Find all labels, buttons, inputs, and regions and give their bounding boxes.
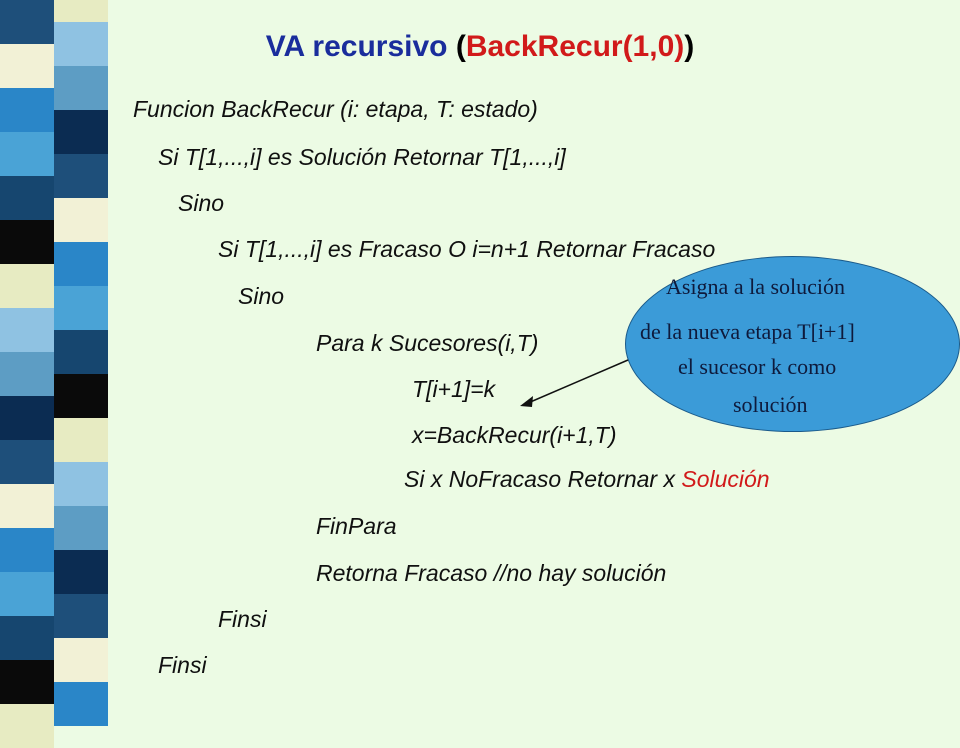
- callout-line-3: el sucesor k como: [678, 354, 837, 379]
- stripe-square: [0, 220, 54, 264]
- stripe-square: [54, 22, 108, 66]
- stripe-square: [54, 682, 108, 726]
- stripe-square: [0, 352, 54, 396]
- code-line-9-text: Si x NoFracaso Retornar x: [404, 466, 682, 492]
- code-line-4: Si T[1,...,i] es Fracaso O i=n+1 Retorna…: [218, 236, 716, 262]
- stripe-square: [0, 0, 54, 44]
- title-paren-close: ): [684, 30, 695, 63]
- stripe-square: [0, 44, 54, 88]
- stripe-square: [0, 484, 54, 528]
- stripe-square: [54, 418, 108, 462]
- title-text: VA recursivo: [265, 30, 456, 63]
- stripe-square: [0, 308, 54, 352]
- stripe-square: [54, 242, 108, 286]
- code-line-3: Sino: [178, 190, 225, 216]
- code-line-8: x=BackRecur(i+1,T): [412, 422, 617, 448]
- stripe-square: [54, 462, 108, 506]
- stripe-square: [0, 528, 54, 572]
- stripe-square: [0, 176, 54, 220]
- stripe-square: [0, 616, 54, 660]
- callout-ellipse: Asigna a la solución de la nueva etapa T…: [625, 256, 960, 432]
- stripe-square: [54, 330, 108, 374]
- callout-line-2: de la nueva etapa T[i+1]: [640, 319, 855, 344]
- stripe-square: [0, 132, 54, 176]
- stripe-square: [54, 110, 108, 154]
- decorative-stripe: [0, 0, 108, 748]
- code-line-13: Finsi: [158, 652, 207, 678]
- code-line-7: T[i+1]=k: [412, 376, 496, 402]
- code-line-2: Si T[1,...,i] es Solución Retornar T[1,.…: [158, 144, 566, 170]
- callout-line-1: Asigna a la solución: [666, 274, 846, 299]
- stripe-square: [0, 660, 54, 704]
- stripe-square: [54, 638, 108, 682]
- stripe-square: [54, 286, 108, 330]
- stripe-square: [54, 506, 108, 550]
- code-line-5: Sino: [238, 283, 285, 309]
- code-line-6: Para k Sucesores(i,T): [316, 330, 539, 356]
- stripe-square: [54, 594, 108, 638]
- stripe-square: [0, 88, 54, 132]
- title-call: BackRecur(1,0): [465, 30, 685, 63]
- stripe-square: [0, 396, 54, 440]
- stripe-square: [54, 154, 108, 198]
- stripe-square: [54, 374, 108, 418]
- stripe-square: [0, 264, 54, 308]
- callout-line-4: solución: [733, 392, 808, 417]
- stripe-square: [0, 572, 54, 616]
- stripe-square: [0, 704, 54, 748]
- slide-title: VA recursivo (BackRecur(1,0)): [0, 30, 960, 64]
- stripe-square: [54, 198, 108, 242]
- code-line-1: Funcion BackRecur (i: etapa, T: estado): [133, 96, 538, 122]
- title-paren-open: (: [455, 30, 466, 63]
- stripe-square: [54, 0, 108, 22]
- stripe-square: [54, 550, 108, 594]
- stripe-square: [54, 66, 108, 110]
- code-line-11: Retorna Fracaso //no hay solución: [316, 560, 667, 586]
- stripe-square: [0, 440, 54, 484]
- code-line-12: Finsi: [218, 606, 267, 632]
- code-line-10: FinPara: [316, 513, 397, 539]
- code-line-9: Si x NoFracaso Retornar x Solución: [404, 466, 770, 493]
- code-highlight-solucion: Solución: [681, 466, 770, 492]
